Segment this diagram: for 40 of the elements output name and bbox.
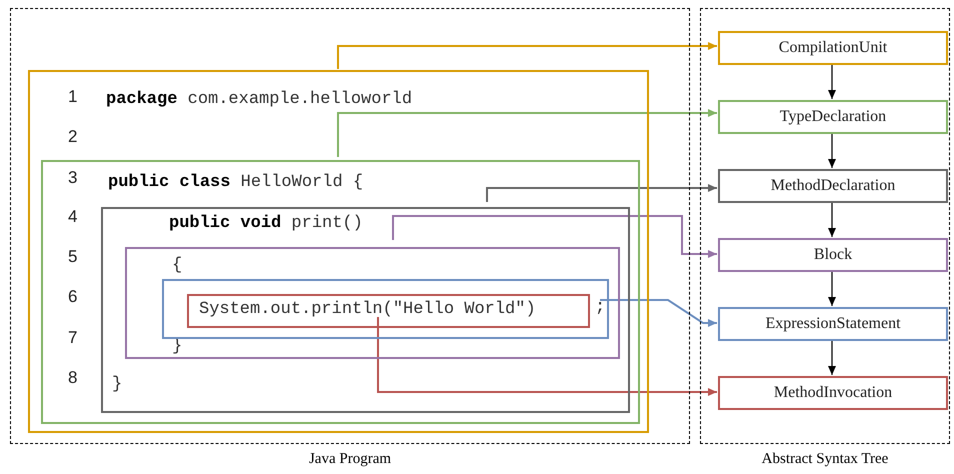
arrow (486, 184, 717, 202)
code-region-box (41, 160, 640, 424)
arrow (828, 340, 836, 375)
line-number: 3 (68, 168, 78, 188)
arrow (392, 215, 717, 258)
code-text: { (172, 256, 182, 276)
tree-node: Block (718, 238, 948, 272)
tree-node: CompilationUnit (718, 31, 948, 65)
line-number: 5 (68, 247, 78, 267)
arrow (828, 64, 836, 99)
code-text: package com.example.helloworld (106, 90, 412, 110)
arrow (828, 133, 836, 168)
arrow (377, 317, 717, 396)
code-text: System.out.println("Hello World") (199, 300, 536, 320)
arrow (337, 109, 717, 157)
arrow (337, 42, 717, 69)
code-region-box (101, 207, 630, 413)
line-number: 4 (68, 207, 78, 227)
code-region-box (162, 279, 609, 339)
arrow (600, 299, 717, 327)
code-text: public void print() (169, 214, 363, 234)
code-region-box (28, 70, 649, 433)
line-number: 7 (68, 328, 78, 348)
code-region-box (187, 294, 590, 328)
tree-node: MethodDeclaration (718, 169, 948, 203)
tree-node: TypeDeclaration (718, 100, 948, 134)
line-number: 2 (68, 127, 78, 147)
line-number: 6 (68, 287, 78, 307)
line-number: 1 (68, 87, 78, 107)
arrow (828, 202, 836, 237)
tree-node: MethodInvocation (718, 376, 948, 410)
tree-node: ExpressionStatement (718, 307, 948, 341)
code-text: } (112, 375, 122, 395)
panel-caption: Java Program (308, 451, 392, 468)
arrow (828, 271, 836, 306)
code-text: ; (595, 298, 606, 318)
panel-caption: Abstract Syntax Tree (760, 451, 890, 468)
code-text: public class HelloWorld { (108, 173, 364, 193)
line-number: 8 (68, 368, 78, 388)
code-region-box (125, 247, 620, 359)
